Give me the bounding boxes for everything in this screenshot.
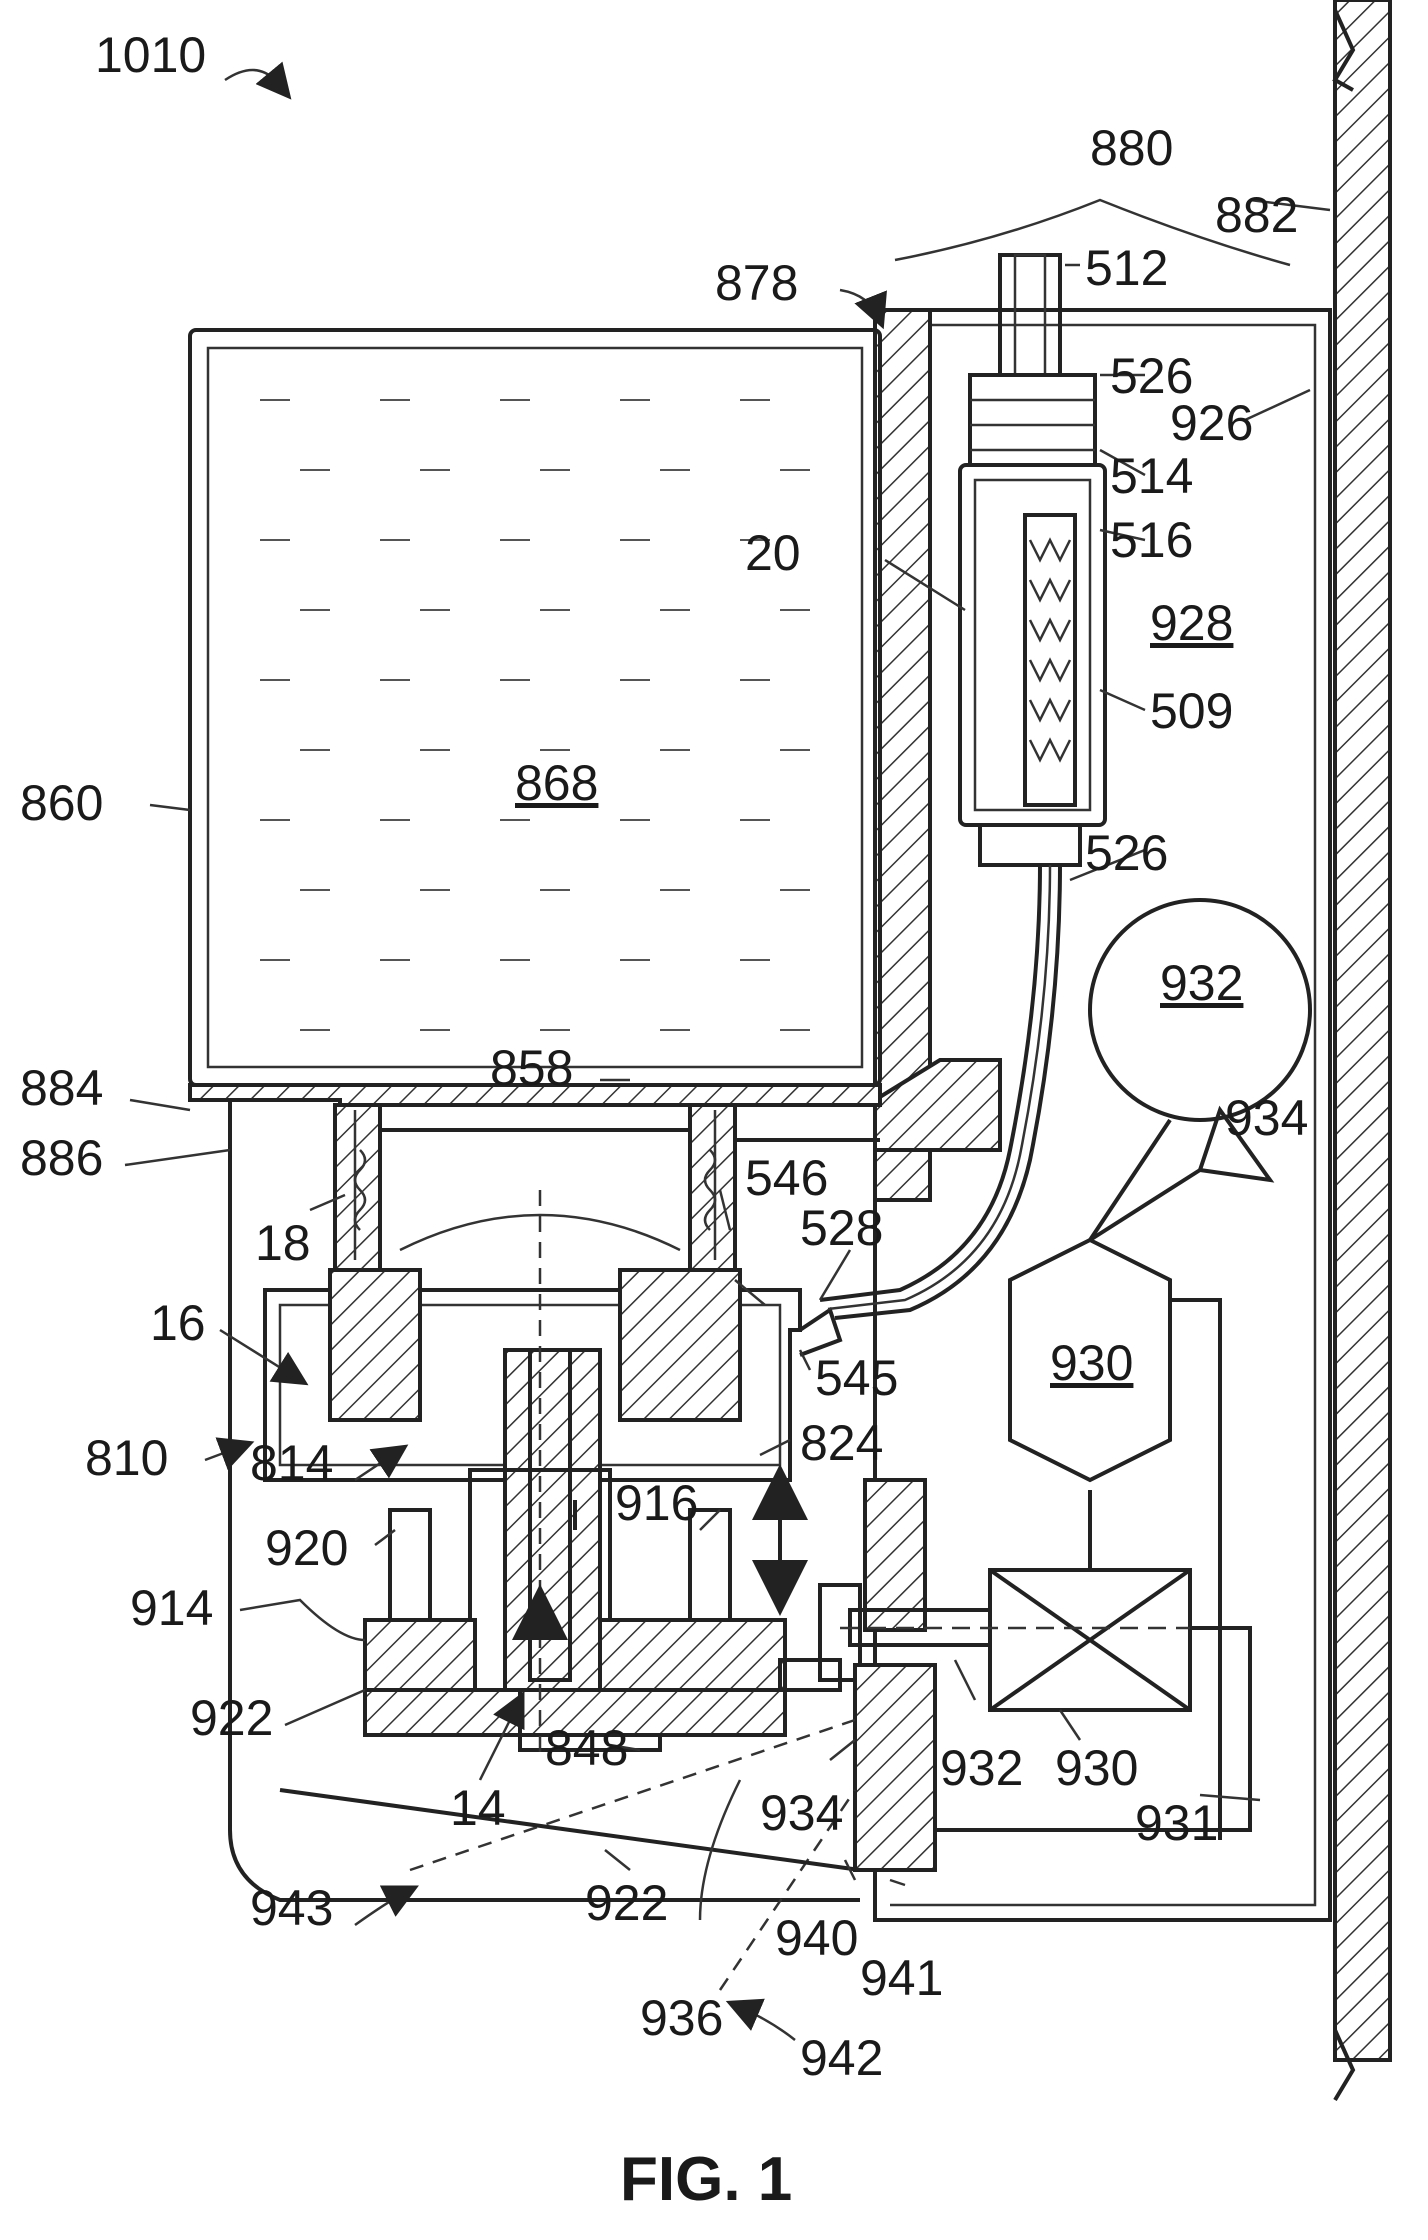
label-941: 941 [860,1950,943,2006]
label-824: 824 [800,1415,883,1471]
label-20: 20 [745,525,801,581]
label-878: 878 [715,255,798,311]
label-932-sensor: 932 [1160,955,1243,1011]
label-934-antenna: 934 [1225,1090,1308,1146]
label-886: 886 [20,1130,103,1186]
label-868: 868 [515,755,598,811]
label-884: 884 [20,1060,103,1116]
sensor-932 [1090,900,1310,1240]
label-18: 18 [255,1215,311,1271]
label-14: 14 [450,1780,506,1836]
label-880: 880 [1090,120,1173,176]
label-526-lower: 526 [1085,825,1168,881]
label-940: 940 [775,1910,858,1966]
label-810: 810 [85,1430,168,1486]
label-512: 512 [1085,240,1168,296]
label-943: 943 [250,1880,333,1936]
label-545: 545 [815,1350,898,1406]
wall-882 [1335,0,1390,2100]
label-934-lens: 934 [760,1785,843,1841]
label-546: 546 [745,1150,828,1206]
label-932-shaft: 932 [940,1740,1023,1796]
label-514: 514 [1110,448,1193,504]
label-516: 516 [1110,512,1193,568]
label-936: 936 [640,1990,723,2046]
label-858: 858 [490,1040,573,1096]
liquid-868 [260,400,810,1030]
label-930-controller: 930 [1050,1335,1133,1391]
label-814: 814 [250,1435,333,1491]
figure-caption: FIG. 1 [620,2145,792,2214]
label-1010: 1010 [95,27,206,83]
cartridge-509 [960,255,1105,865]
label-931: 931 [1135,1795,1218,1851]
label-509: 509 [1150,683,1233,739]
label-860: 860 [20,775,103,831]
label-928: 928 [1150,595,1233,651]
label-926: 926 [1170,395,1253,451]
reservoir-860 [190,330,880,1085]
label-848: 848 [545,1720,628,1776]
label-922-right: 922 [585,1875,668,1931]
neck-18 [335,1105,735,1270]
label-930-motor: 930 [1055,1740,1138,1796]
label-882: 882 [1215,187,1298,243]
label-16: 16 [150,1295,206,1351]
label-942: 942 [800,2030,883,2086]
label-914: 914 [130,1580,213,1636]
label-528: 528 [800,1200,883,1256]
wall-878 [875,310,1000,1200]
label-922-left: 922 [190,1690,273,1746]
reference-labels: 1010 880 882 878 512 526 926 514 516 20 … [20,27,1308,2086]
label-916: 916 [615,1475,698,1531]
label-920: 920 [265,1520,348,1576]
